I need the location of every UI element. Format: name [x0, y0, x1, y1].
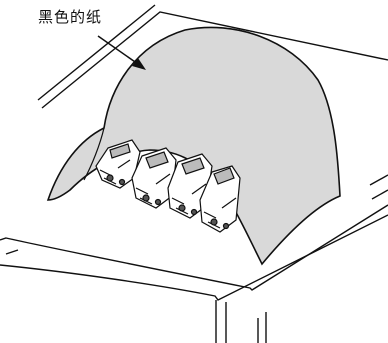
cartridge-2: [131, 147, 177, 209]
table-top-outline: [41, 11, 388, 109]
table-right-corner: [369, 174, 388, 200]
table-top-inner-edge: [37, 4, 156, 101]
table-side-edge: [5, 249, 19, 255]
cartridges: [95, 139, 241, 233]
callout-label: 黑色的纸: [38, 8, 103, 26]
cartridge-4: [199, 165, 241, 233]
table-front-edge-lower: [0, 214, 388, 301]
black-paper: [46, 26, 341, 266]
table: [0, 4, 388, 343]
table-front-edge: [0, 204, 388, 291]
table-leg-left: [215, 300, 227, 343]
black-paper-inner-fold: [83, 127, 105, 181]
black-paper-surface: [46, 26, 341, 266]
cartridge-1: [95, 139, 141, 189]
table-leg-right: [257, 312, 267, 343]
callout-arrow: [97, 35, 146, 70]
